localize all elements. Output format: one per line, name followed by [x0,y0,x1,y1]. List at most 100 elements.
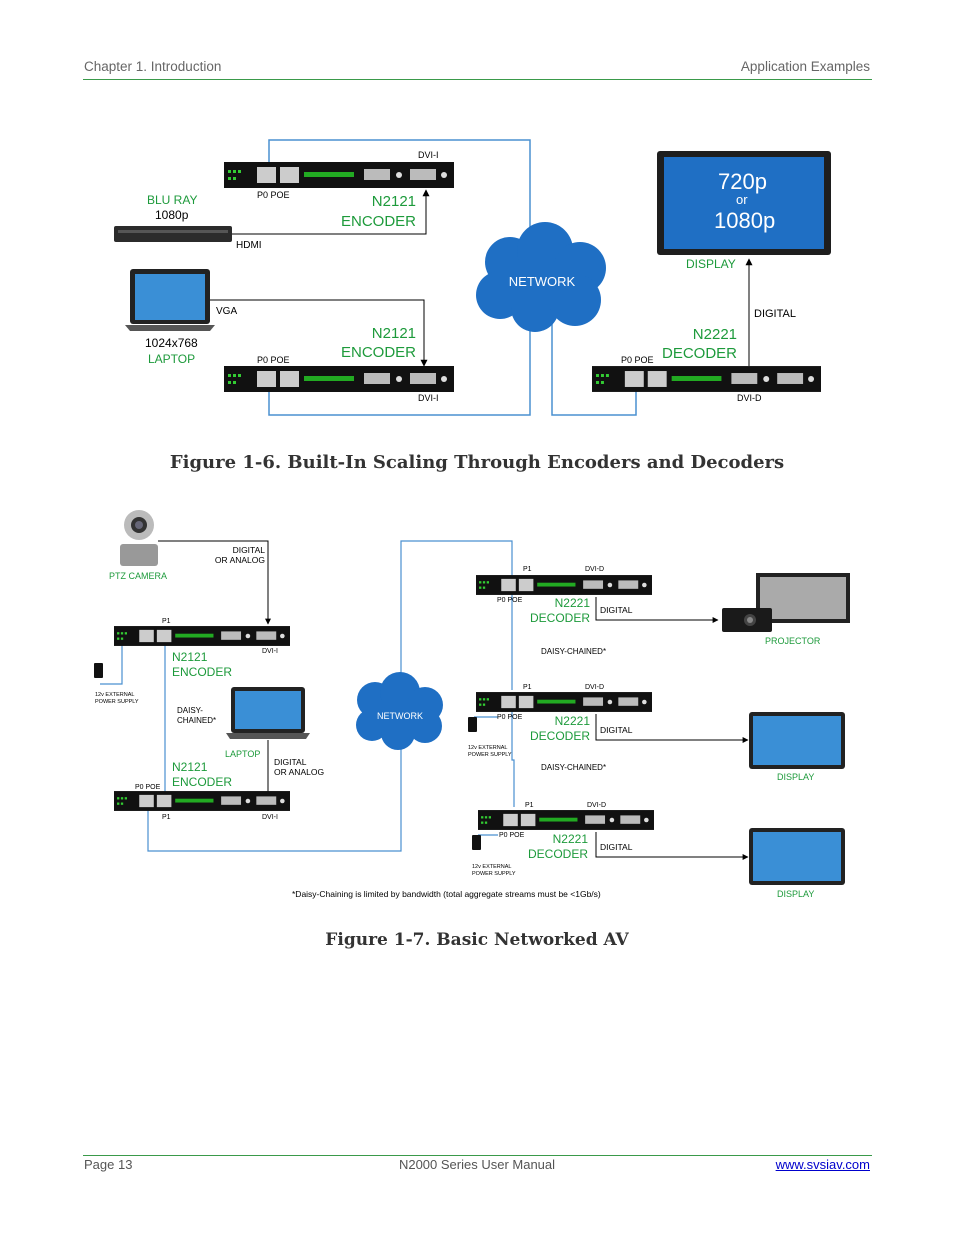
display-1080p: 1080p [714,208,775,233]
digital-label: DIGITAL [754,308,796,320]
display-or: or [736,192,748,207]
projector-label: PROJECTOR [765,636,821,646]
enc2-poe-label: P0 POE [257,355,290,365]
page-number: Page 13 [84,1157,133,1172]
f7-daisy-1: DAISY- [177,706,203,715]
dec-poe-label: P0 POE [621,355,654,365]
dec-model: N2221 [693,326,737,343]
projector-screen-icon [756,573,850,623]
decoder-unit [592,366,821,392]
network-cloud-icon [476,222,606,332]
enc1-dvi-label: DVI-I [418,150,439,160]
f7-dec3-out: DIGITAL [600,842,633,852]
f7-dec3-power-2: POWER SUPPLY [472,871,516,877]
f7-power-2: POWER SUPPLY [95,699,139,705]
enc2-model: N2121 [372,325,416,342]
f7-dec3-power-1: 12v EXTERNAL [472,864,511,870]
f7-decoder-1-unit [476,575,652,595]
f7-dec3-poe: P0 POE [499,832,525,839]
display-720p: 720p [718,169,767,194]
dec3-power-supply-icon [472,835,481,850]
bluray-label: BLU RAY [147,193,197,207]
display-label: DISPLAY [686,257,736,271]
f7-network-label: NETWORK [377,711,423,721]
f7-dec2-dvi: DVI-D [585,684,604,691]
f7-enc2-model: N2121 [172,760,208,774]
manual-title: N2000 Series User Manual [398,1157,556,1172]
enc1-poe-label: P0 POE [257,190,290,200]
f7-encoder-1-unit [114,626,290,646]
projector-icon [722,608,772,632]
enc2-type: ENCODER [341,344,416,361]
figure-1-7-diagram: PTZ CAMERA DIGITAL OR ANALOG P1 DVI-I N2… [94,510,850,899]
f7-daisy-chained-a: DAISY-CHAINED* [541,647,606,656]
encoder-1-unit [224,162,454,188]
enc2-dvi-label: DVI-I [418,393,439,403]
hdmi-label: HDMI [236,240,262,251]
f7-dec3-model: N2221 [553,832,589,846]
daisy-chain-note: *Daisy-Chaining is limited by bandwidth … [292,889,601,899]
encoder-2-unit [224,366,454,392]
lap-signal-1: DIGITAL [274,757,307,767]
display-2-icon [749,712,845,769]
laptop-icon [125,269,215,331]
bluray-resolution: 1080p [155,208,189,222]
camera-label: PTZ CAMERA [109,571,167,581]
vga-label: VGA [216,306,237,317]
laptop-label: LAPTOP [148,352,195,366]
f7-enc1-model: N2121 [172,650,208,664]
f7-network-cloud-icon [356,672,443,750]
f7-decoder-2-unit [476,692,652,712]
figure-1-6-caption: Figure 1-6. Built-In Scaling Through Enc… [169,452,785,473]
f7-dec2-power-2: POWER SUPPLY [468,752,512,758]
enc1-model: N2121 [372,193,416,210]
f7-daisy-2: CHAINED* [177,716,216,725]
f7-enc1-p1: P1 [162,618,171,625]
chapter-title: Chapter 1. Introduction [84,59,222,74]
section-title: Application Examples [740,59,870,74]
bluray-player-icon [114,226,232,242]
laptop-resolution: 1024x768 [145,336,198,350]
f7-enc2-poe: P0 POE [135,784,161,791]
f7-display2-label: DISPLAY [777,772,814,782]
footer-rule [83,1155,872,1156]
f7-enc2-dvi: DVI-I [262,814,278,821]
cam-signal-1: DIGITAL [233,545,266,555]
f7-laptop-icon [226,687,310,739]
display-icon [657,151,831,255]
f7-encoder-2-unit [114,791,290,811]
f7-dec2-type: DECODER [530,729,590,743]
f7-dec3-type: DECODER [528,847,588,861]
f7-enc1-dvi: DVI-I [262,648,278,655]
f7-dec3-dvi: DVI-D [587,802,606,809]
f7-dec1-type: DECODER [530,611,590,625]
f7-decoder-3-unit [478,810,654,830]
f7-dec1-out: DIGITAL [600,605,633,615]
website-link[interactable]: www.svsiav.com [775,1157,870,1172]
power-supply-icon [94,663,103,678]
f7-dec2-poe: P0 POE [497,714,523,721]
f7-dec1-poe: P0 POE [497,597,523,604]
ptz-camera-icon [120,510,158,566]
cam-signal-2: OR ANALOG [215,555,265,565]
f7-dec2-out: DIGITAL [600,725,633,735]
f7-power-1: 12v EXTERNAL [95,692,134,698]
dec-type: DECODER [662,345,737,362]
figure-1-7-caption: Figure 1-7. Basic Networked AV [325,930,629,950]
f7-enc1-type: ENCODER [172,665,232,679]
f7-enc2-type: ENCODER [172,775,232,789]
dec2-power-supply-icon [468,717,477,732]
f7-dec1-p1: P1 [523,566,532,573]
display-3-icon [749,828,845,885]
lap-signal-2: OR ANALOG [274,767,324,777]
f7-dec1-model: N2221 [555,596,591,610]
f7-dec2-power-1: 12v EXTERNAL [468,745,507,751]
network-label: NETWORK [509,274,576,289]
f7-dec2-p1: P1 [523,684,532,691]
f7-dec3-p1: P1 [525,802,534,809]
f7-daisy-chained-b: DAISY-CHAINED* [541,763,606,772]
f7-display3-label: DISPLAY [777,889,814,899]
f7-dec2-model: N2221 [555,714,591,728]
f7-dec1-dvi: DVI-D [585,566,604,573]
header-rule [83,79,872,80]
